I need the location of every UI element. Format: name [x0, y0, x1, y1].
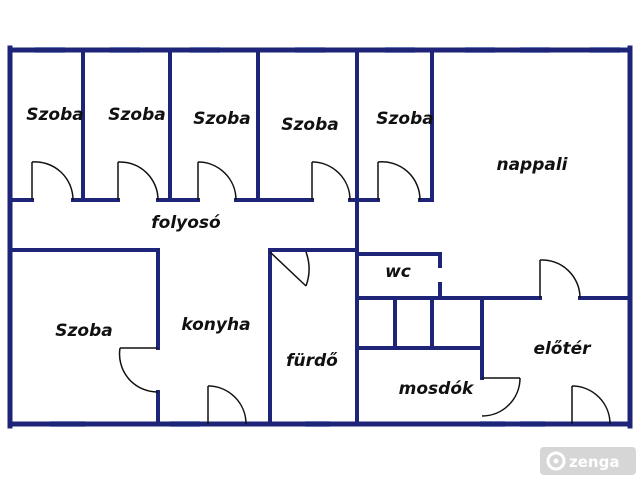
room-label-szoba-2: Szoba — [108, 105, 165, 125]
room-label-szoba-3: Szoba — [193, 109, 250, 129]
room-label-nappali: nappali — [496, 155, 568, 175]
door-leaf — [269, 251, 307, 287]
door-swing-arc — [117, 161, 159, 201]
room-label-eloter: előtér — [533, 339, 592, 359]
door-swing-arc — [481, 377, 521, 417]
room-label-konyha: konyha — [181, 315, 250, 335]
zenga-watermark: zenga — [540, 447, 636, 475]
room-label-szoba-4: Szoba — [281, 115, 338, 135]
door-swing-arc — [311, 161, 351, 201]
room-label-szoba-6: Szoba — [55, 321, 112, 341]
room-label-furdo: fürdő — [286, 351, 338, 371]
doors — [31, 161, 611, 425]
room-label-szoba-5: Szoba — [376, 109, 433, 129]
door-swing-arc — [31, 161, 74, 201]
door-swing-arc — [539, 259, 581, 299]
door-swing-arc — [118, 347, 159, 393]
door-swing-arc — [377, 161, 421, 201]
door-swing-arc — [571, 385, 611, 425]
zenga-logo-icon — [546, 451, 566, 471]
walls — [7, 45, 633, 429]
room-label-szoba-1: Szoba — [26, 105, 83, 125]
zenga-watermark-text: zenga — [569, 453, 619, 471]
room-label-mosdok: mosdók — [399, 379, 475, 399]
room-label-folyoso: folyosó — [151, 213, 221, 233]
room-label-wc: wc — [385, 262, 411, 282]
door-swing-arc — [207, 385, 247, 425]
door-swing-arc — [305, 251, 310, 287]
door-swing-arc — [197, 161, 237, 201]
